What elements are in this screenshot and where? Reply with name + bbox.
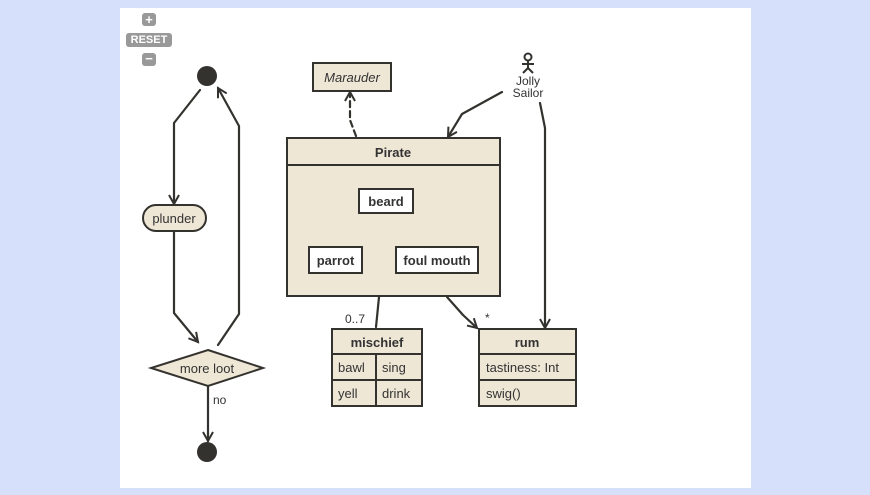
beard-label: beard <box>368 194 403 209</box>
uml-diagram: plunder more loot no Marauder Jolly Sail… <box>142 52 577 462</box>
flow-start-to-plunder <box>174 88 202 204</box>
mischief-cell: drink <box>382 386 411 401</box>
actor-icon <box>522 52 534 74</box>
mischief-class[interactable]: mischief bawl sing yell drink <box>331 328 423 407</box>
beard-node[interactable]: beard <box>358 188 414 214</box>
zoom-out-button[interactable]: − <box>142 52 156 66</box>
mischief-title: mischief <box>351 335 404 350</box>
marauder-label: Marauder <box>324 70 380 85</box>
marauder-class[interactable]: Marauder <box>312 62 392 92</box>
mischief-multiplicity: 0..7 <box>345 312 365 326</box>
plunder-action[interactable]: plunder <box>142 204 207 232</box>
mischief-cell: yell <box>338 386 358 401</box>
more-loot-decision[interactable]: more loot <box>147 348 267 388</box>
flow-decision-loop-back <box>216 88 241 347</box>
rum-attribute: tastiness: Int <box>486 360 559 375</box>
reset-button[interactable]: RESET <box>126 33 172 47</box>
foul-mouth-node[interactable]: foul mouth <box>395 246 479 274</box>
realization-pirate-marauder <box>350 92 358 138</box>
foul-mouth-label: foul mouth <box>403 253 470 268</box>
parrot-node[interactable]: parrot <box>308 246 363 274</box>
plunder-label: plunder <box>152 211 196 226</box>
mischief-cell: bawl <box>338 360 365 375</box>
parrot-label: parrot <box>317 253 355 268</box>
flow-plunder-to-decision <box>172 229 198 342</box>
jolly-sailor-actor[interactable]: Jolly Sailor <box>513 52 544 101</box>
start-node <box>197 66 217 86</box>
actor-name-line1: Jolly <box>516 74 540 88</box>
pirate-title: Pirate <box>375 145 411 160</box>
end-node <box>197 442 217 462</box>
mischief-cell: sing <box>382 360 406 375</box>
rum-multiplicity: * <box>485 311 490 325</box>
rum-class[interactable]: rum tastiness: Int swig() <box>478 328 577 407</box>
guard-no-label: no <box>213 393 227 407</box>
actor-name-line2: Sailor <box>513 86 544 100</box>
association-sailor-rum <box>538 101 545 328</box>
association-pirate-rum <box>445 295 477 328</box>
association-pirate-mischief <box>374 295 381 329</box>
rum-method: swig() <box>486 386 521 401</box>
zoom-in-button[interactable]: + <box>142 13 156 26</box>
diagram-canvas[interactable]: + RESET − p <box>120 8 751 488</box>
rum-title: rum <box>515 335 540 350</box>
decision-label: more loot <box>180 361 235 376</box>
association-sailor-pirate <box>446 90 504 137</box>
